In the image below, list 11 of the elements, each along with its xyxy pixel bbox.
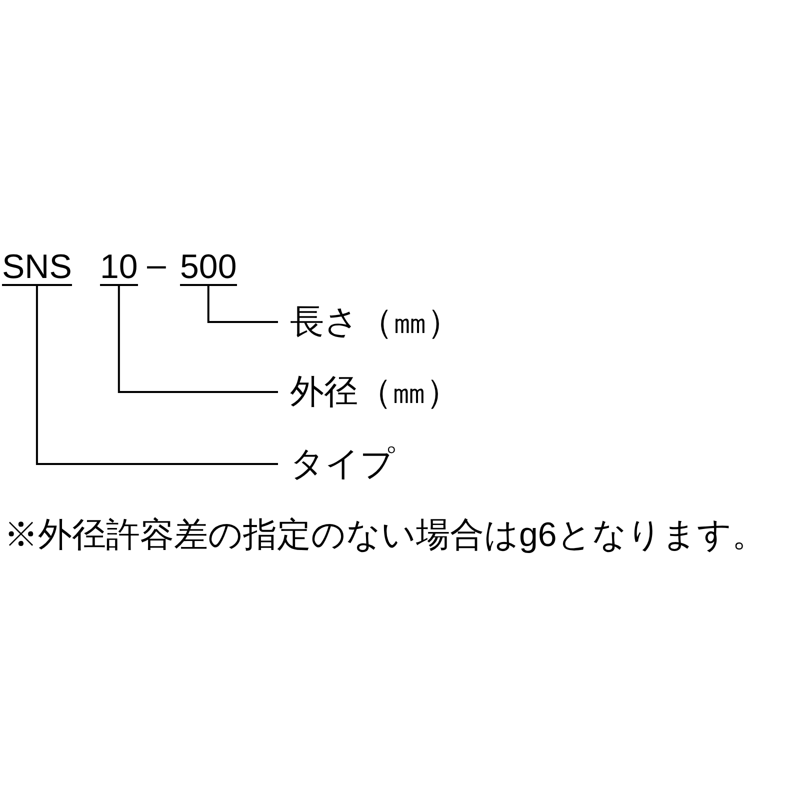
code-segment: SNS <box>2 250 72 286</box>
footnote: ※外径許容差の指定のない場合はg6となります。 <box>4 518 766 552</box>
separator-dash: – <box>147 248 166 282</box>
description-label: 長さ（㎜） <box>278 305 461 339</box>
leader-line <box>36 286 278 465</box>
description-label: タイプ <box>278 447 395 481</box>
description-label: 外径（㎜） <box>278 375 460 409</box>
leader-line <box>207 286 278 323</box>
code-segment: 10 <box>100 250 138 286</box>
leader-line <box>118 286 278 393</box>
code-segment: 500 <box>180 250 237 286</box>
